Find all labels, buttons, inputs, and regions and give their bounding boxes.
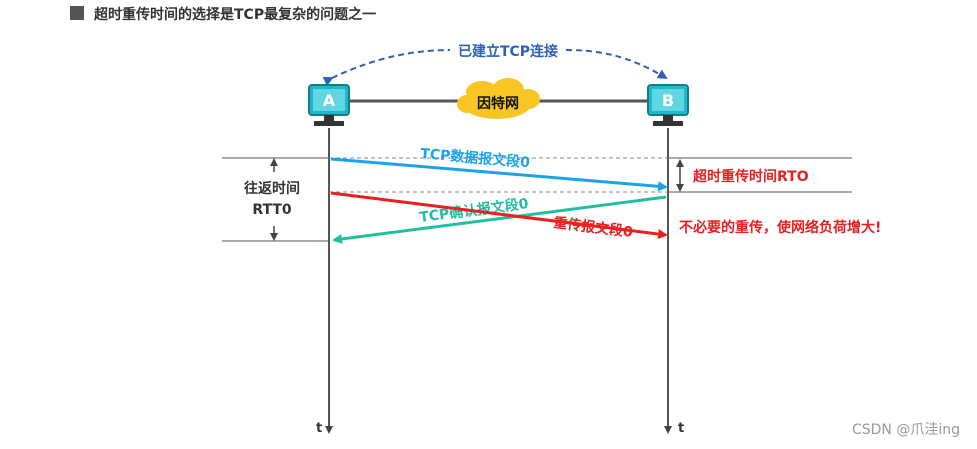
network-label: 因特网 — [477, 95, 519, 112]
retransmit-segment-arrow — [330, 191, 668, 239]
host-a-computer-icon — [308, 84, 350, 126]
unnecessary-retransmit-note: 不必要的重传，使网络负荷增大! — [679, 219, 881, 236]
timeline-a-label: t — [316, 421, 322, 436]
data-segment-arrow — [330, 157, 668, 192]
host-a-label: A — [323, 91, 336, 110]
connection-label: 已建立TCP连接 — [458, 43, 558, 60]
rto-label: 超时重传时间RTO — [692, 168, 809, 185]
host-b-computer-icon — [647, 84, 689, 126]
connection-arc-right — [565, 49, 668, 80]
rtt-label-line1: 往返时间 — [244, 180, 300, 197]
host-b-label: B — [662, 91, 674, 110]
title-bullet-icon — [70, 6, 84, 20]
ack-segment-arrow — [332, 195, 667, 244]
page-title: 超时重传时间的选择是TCP最复杂的问题之一 — [93, 6, 376, 23]
watermark: CSDN @爪洼ing — [852, 422, 960, 438]
timeline-b-label: t — [678, 421, 684, 436]
rtt-label-line2: RTT0 — [252, 202, 292, 218]
internet-cloud-icon — [457, 78, 540, 119]
retransmit-segment-label: 重传报文段0 — [553, 214, 634, 241]
connection-arc-left — [322, 49, 451, 86]
